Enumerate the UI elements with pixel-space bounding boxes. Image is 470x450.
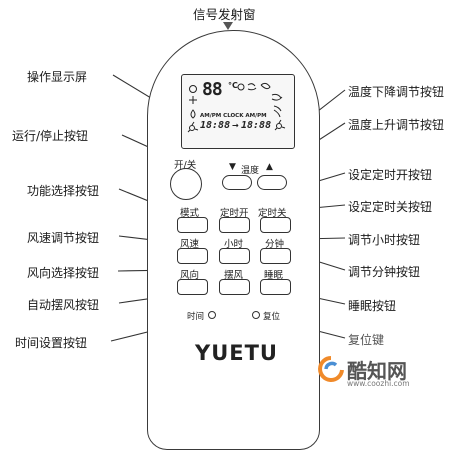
swing-button[interactable] — [219, 279, 250, 295]
timer-on-label: 定时开 — [220, 208, 249, 219]
callout-hour-button: 调节小时按钮 — [348, 233, 421, 247]
callout-mode-button: 功能选择按钮 — [27, 184, 100, 198]
timer-off-button[interactable] — [260, 217, 291, 233]
lcd-icons — [187, 82, 286, 133]
temp-label: 温度 — [241, 166, 260, 176]
callout-minute-button: 调节分钟按钮 — [348, 265, 421, 279]
power-label: 开/关 — [174, 160, 197, 171]
callout-fan-speed-button: 风速调节按钮 — [27, 231, 100, 245]
mode-label: 模式 — [180, 208, 200, 219]
callout-time-set-button: 时间设置按钮 — [15, 336, 88, 350]
lcd-temperature-digits: 88 — [202, 80, 223, 100]
reset-label: 复位 — [263, 312, 281, 322]
temp-down-button[interactable] — [222, 175, 252, 190]
lcd-time-right: 18:88 — [241, 120, 272, 131]
callout-temp-up-button: 温度上升调节按钮 — [348, 118, 445, 132]
wind-direction-label: 风向 — [180, 270, 200, 281]
lcd-time-left: 18:88 — [200, 120, 231, 131]
wind-direction-button[interactable] — [177, 279, 208, 295]
lcd-separator-arrow: → — [232, 121, 239, 130]
lcd-degree-unit: °C — [228, 81, 238, 90]
brand-logo: YUETU — [195, 341, 278, 365]
watermark-url: www.coozhi.com — [347, 379, 410, 388]
callout-timer-on-button: 设定定时开按钮 — [348, 168, 433, 182]
lcd-clock-labels: AM/PM CLOCK AM/PM — [200, 113, 267, 119]
callout-timer-off-button: 设定定时关按钮 — [348, 200, 433, 214]
timer-on-button[interactable] — [219, 217, 250, 233]
temp-down-symbol: ▼ — [229, 162, 236, 172]
power-button[interactable] — [170, 168, 202, 200]
mode-button[interactable] — [177, 217, 208, 233]
coozhi-logo-icon — [318, 356, 344, 382]
fan-speed-button[interactable] — [177, 248, 208, 264]
timer-off-label: 定时关 — [258, 208, 287, 219]
callout-sleep-button: 睡眠按钮 — [348, 299, 397, 313]
callout-temp-down-button: 温度下降调节按钮 — [348, 85, 445, 99]
temp-up-button[interactable] — [257, 175, 287, 190]
minute-label: 分钟 — [265, 239, 285, 250]
watermark-name: 酷知网 — [347, 359, 407, 383]
callout-wind-direction-button: 风向选择按钮 — [27, 266, 100, 280]
fan-speed-label: 风速 — [180, 239, 200, 250]
sleep-label: 睡眠 — [264, 270, 284, 281]
temp-up-symbol: ▲ — [266, 162, 273, 172]
time-label: 时间 — [187, 312, 205, 322]
reset-button[interactable] — [252, 311, 260, 319]
minute-button[interactable] — [260, 248, 291, 264]
sleep-button[interactable] — [260, 279, 291, 295]
swing-label: 摆风 — [224, 270, 244, 281]
signal-window-label: 信号发射窗 — [193, 7, 256, 22]
lcd-content: 88 °C AM/PM CLOCK AM/PM 18:88 18:88 → — [186, 80, 289, 142]
callout-power-button: 运行/停止按钮 — [12, 129, 89, 143]
callout-swing-button: 自动摆风按钮 — [27, 298, 100, 312]
time-button[interactable] — [208, 311, 216, 319]
callout-display: 操作显示屏 — [27, 70, 88, 84]
hour-label: 小时 — [224, 239, 244, 250]
hour-button[interactable] — [219, 248, 250, 264]
callout-reset-button: 复位键 — [348, 333, 385, 347]
